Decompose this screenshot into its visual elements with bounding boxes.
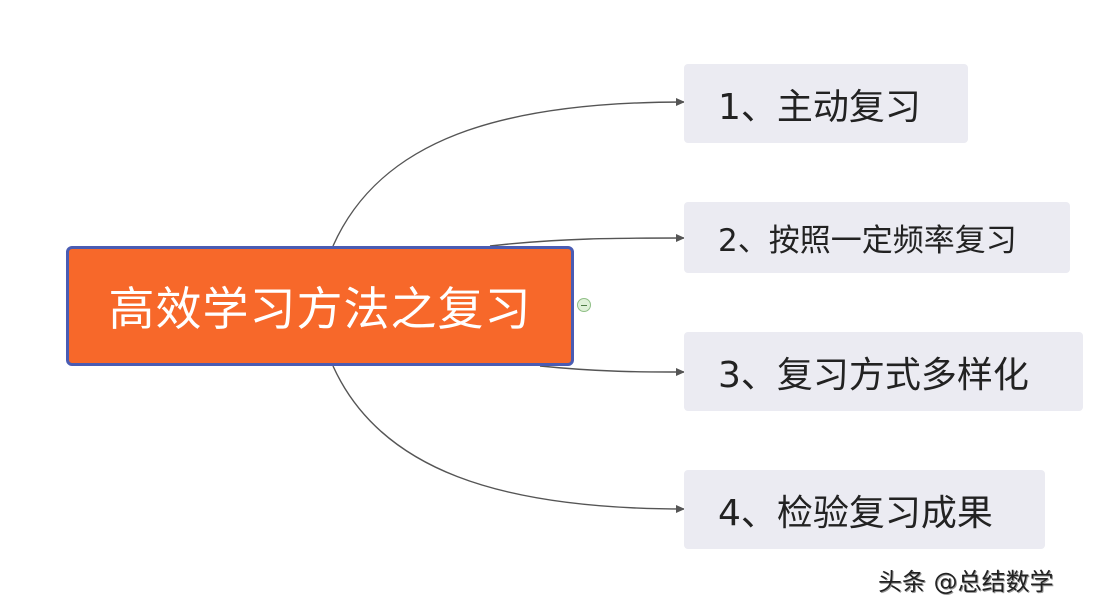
branch-topic-1[interactable]: 1、主动复习 [684, 64, 968, 143]
branch-label: 3、复习方式多样化 [718, 354, 1029, 396]
branch-topic-2[interactable]: 2、按照一定频率复习 [684, 202, 1070, 273]
branch-label: 2、按照一定频率复习 [718, 223, 1017, 259]
collapse-icon[interactable] [577, 298, 591, 312]
link-branch-4 [332, 365, 685, 513]
link-branch-3 [539, 365, 685, 376]
link-branch-2 [489, 234, 685, 247]
central-topic[interactable]: 高效学习方法之复习 [66, 246, 574, 366]
central-topic-label: 高效学习方法之复习 [108, 282, 532, 336]
branch-label: 4、检验复习成果 [718, 492, 993, 534]
branch-label: 1、主动复习 [718, 86, 921, 128]
link-branch-1 [332, 98, 685, 247]
branch-topic-4[interactable]: 4、检验复习成果 [684, 470, 1045, 549]
watermark: 头条 @总结数学 [878, 568, 1054, 596]
branch-topic-3[interactable]: 3、复习方式多样化 [684, 332, 1083, 411]
